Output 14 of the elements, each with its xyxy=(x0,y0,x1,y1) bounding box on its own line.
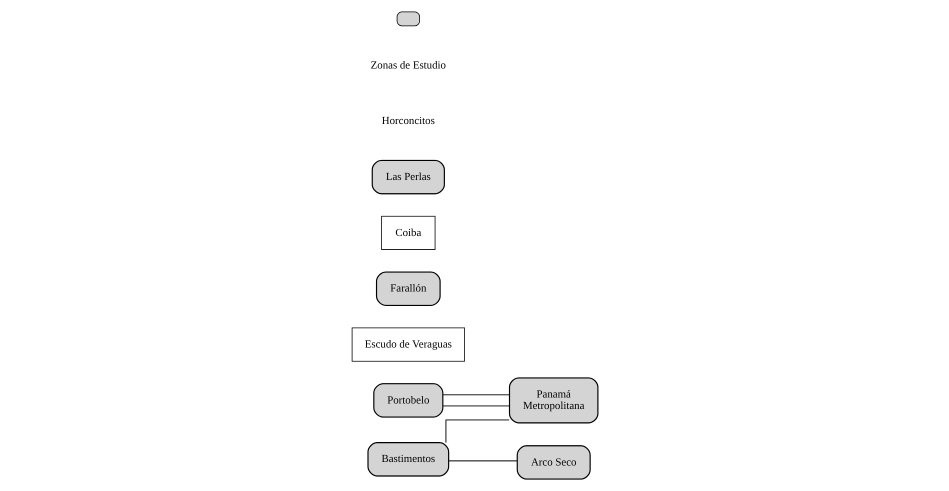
node-box: Las Perlas xyxy=(371,160,444,194)
connector xyxy=(442,405,510,406)
node-box: Escudo de Veraguas xyxy=(351,328,464,362)
node-box: Coiba xyxy=(380,216,435,250)
node-box: Farallón xyxy=(375,271,440,306)
node-box: Portobelo xyxy=(372,383,443,418)
legend-label: Zonas de Estudio xyxy=(370,59,446,72)
node-box: Panamá Metropolitana xyxy=(508,377,598,424)
node-box: Arco Seco xyxy=(516,445,590,480)
connector xyxy=(444,420,510,444)
label: Horconcitos xyxy=(381,115,434,128)
connector xyxy=(442,394,510,396)
node-box: Bastimentos xyxy=(366,442,449,477)
connector xyxy=(448,460,518,462)
